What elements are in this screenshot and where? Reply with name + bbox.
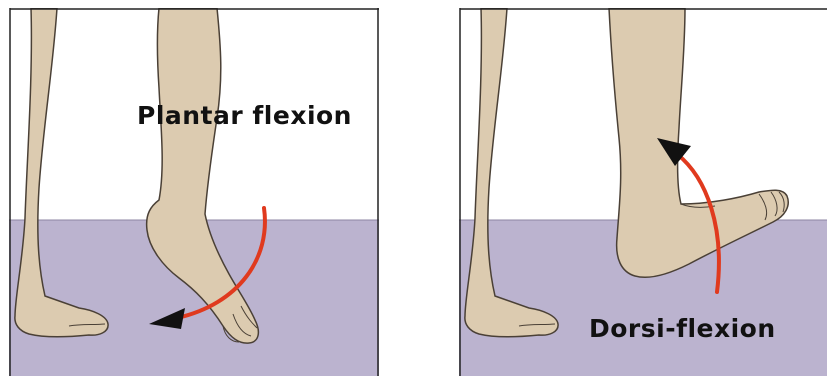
dorsi-panel-frame xyxy=(459,8,827,376)
plantar-panel-frame xyxy=(9,8,379,376)
dorsi-flexion-panel: Dorsi-flexion xyxy=(459,8,827,376)
plantar-flexion-panel: Plantar flexion xyxy=(9,8,379,376)
